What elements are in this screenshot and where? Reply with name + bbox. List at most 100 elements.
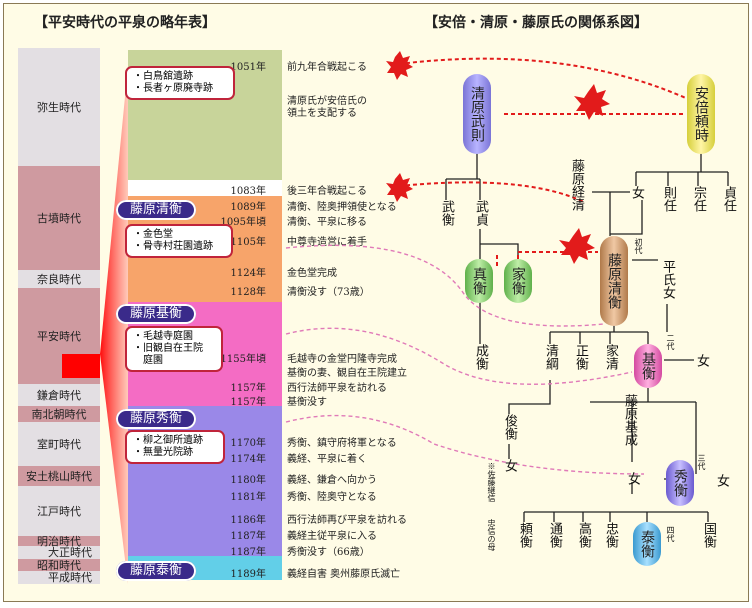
event-1180: 義経、鎌倉へ向かう xyxy=(287,475,377,486)
site-item: ・金色堂 xyxy=(133,229,173,240)
era-kamakura: 鎌倉時代 xyxy=(37,388,81,402)
era-heisei: 平成時代 xyxy=(48,571,92,584)
year-1157a: 1157年 xyxy=(230,383,266,394)
event-1157a: 西行法師平泉を訪れる xyxy=(287,383,387,394)
name-onna-hidehira: 女 xyxy=(714,474,729,487)
heian-marker xyxy=(62,354,100,378)
era-yayoi: 弥生時代 xyxy=(37,100,81,114)
name-taira-onna: 平氏女 xyxy=(660,260,675,299)
year-1174: 1174年 xyxy=(230,454,266,465)
event-1051: 前九年合戦起こる xyxy=(287,62,367,73)
era-fan-graphic xyxy=(62,66,128,584)
site-item: ・旧観自在王院 xyxy=(133,343,203,354)
name-kiyotsuna: 清綱 xyxy=(543,344,558,370)
name-takesada: 武貞 xyxy=(473,200,488,226)
site-item: 庭園 xyxy=(133,355,163,366)
year-1187b: 1187年 xyxy=(230,547,266,558)
sites-box-motohira: ・毛越寺庭園 ・旧観自在王院 庭園 xyxy=(125,326,223,372)
pill-sanehira: 真衡 xyxy=(465,259,493,303)
name-muneto: 宗任 xyxy=(691,186,706,212)
event-1128: 清衡没す（73歳） xyxy=(287,287,370,298)
year-1189: 1189年 xyxy=(230,569,266,580)
name-sadato: 貞任 xyxy=(721,186,736,212)
year-1083: 1083年 xyxy=(230,186,266,197)
event-1083: 後三年合戦起こる xyxy=(287,186,367,197)
pill-takenori: 清原武則 xyxy=(463,74,491,154)
ruler-tag-kiyohira: 藤原清衡 xyxy=(116,200,197,220)
ruler-tag-motohira: 藤原基衡 xyxy=(116,304,197,324)
pill-hidehira: 秀衡 xyxy=(666,460,694,506)
year-1187a: 1187年 xyxy=(230,531,266,542)
name-onna-toshihira: 女 xyxy=(502,459,517,472)
fan-shape xyxy=(100,66,128,584)
name-tadahira: 忠衡 xyxy=(603,522,618,548)
name-motonari: 藤原基成 xyxy=(622,394,637,446)
sites-box-early: ・白鳥舘遺跡 ・長者ヶ原廃寺跡 xyxy=(125,66,235,100)
event-1187b: 秀衡没す（66歳） xyxy=(287,547,370,558)
site-item: ・毛越寺庭園 xyxy=(133,331,193,342)
ruler-tag-yasuhira: 藤原泰衡 xyxy=(116,561,197,581)
event-1181: 秀衡、陸奥守となる xyxy=(287,492,377,503)
event-1187a: 義経主従平泉に入る xyxy=(287,531,377,542)
site-item: ・長者ヶ原廃寺跡 xyxy=(133,83,213,94)
pill-iehira: 家衡 xyxy=(504,259,532,303)
sites-box-kiyohira: ・金色堂 ・骨寺村荘園遺跡 xyxy=(125,224,233,258)
event-1186: 西行法師再び平泉を訪れる xyxy=(287,515,407,526)
year-1095: 1095年頃 xyxy=(220,217,266,228)
chronology-and-genealogy-panel: 【平安時代の平泉の略年表】 【安倍・清原・藤原氏の関係系図】 弥生時代 古墳時代… xyxy=(3,3,749,602)
year-1089: 1089年 xyxy=(230,202,266,213)
event-1095: 清衡、平泉に移る xyxy=(287,217,367,228)
name-norito: 則任 xyxy=(661,186,676,212)
year-1105: 1105年 xyxy=(230,237,266,248)
event-1174: 義経、平泉に着く xyxy=(287,454,367,465)
event-1124: 金色堂完成 xyxy=(287,268,337,279)
event-1089: 清衡、陸奥押領使となる xyxy=(287,202,397,213)
era-edo: 江戸時代 xyxy=(37,504,81,518)
note-third-gen: 三代 xyxy=(697,454,706,470)
site-item: ・白鳥舘遺跡 xyxy=(133,71,193,82)
pill-yoritoki: 安倍頼時 xyxy=(687,74,715,154)
era-nara: 奈良時代 xyxy=(37,272,81,286)
year-1180: 1180年 xyxy=(230,475,266,486)
year-1157b: 1157年 xyxy=(230,397,266,408)
era-taisho: 大正時代 xyxy=(48,546,92,559)
year-1051: 1051年 xyxy=(230,62,266,73)
site-item: ・柳之御所遺跡 xyxy=(133,435,203,446)
event-kiyohara-1: 清原氏が安倍氏の xyxy=(287,96,367,107)
name-takehira: 武衡 xyxy=(439,200,454,226)
note-tadanobu-mother: 忠信の母 xyxy=(487,519,496,551)
year-1170: 1170年 xyxy=(230,438,266,449)
year-1124: 1124年 xyxy=(230,268,266,279)
name-onna-motonari: 女 xyxy=(625,472,640,485)
name-michihira: 通衡 xyxy=(547,522,562,548)
pill-yasuhira: 泰衡 xyxy=(633,522,661,566)
name-kunihira: 国衡 xyxy=(701,522,716,548)
event-1105: 中尊寺造営に着手 xyxy=(287,237,367,248)
event-1170: 秀衡、鎮守府将軍となる xyxy=(287,438,397,449)
note-fourth-gen: 四代 xyxy=(666,526,675,542)
name-iekiyo: 家清 xyxy=(603,344,618,370)
genealogy-title: 【安倍・清原・藤原氏の関係系図】 xyxy=(424,15,648,31)
site-item: ・無量光院跡 xyxy=(133,447,193,458)
era-meiji: 明治時代 xyxy=(18,536,100,547)
band-gap xyxy=(128,180,282,196)
era-muromachi: 室町時代 xyxy=(37,437,81,451)
year-1155: 1155年頃 xyxy=(220,354,266,365)
pill-motohira: 基衡 xyxy=(634,344,662,388)
year-1128: 1128年 xyxy=(230,287,266,298)
name-onna-motohira: 女 xyxy=(694,354,709,367)
name-narihira: 成衡 xyxy=(473,344,488,370)
name-masahira: 正衡 xyxy=(573,344,588,370)
ruler-tag-hidehira: 藤原秀衡 xyxy=(116,409,197,429)
year-1186: 1186年 xyxy=(230,515,266,526)
chronology-title: 【平安時代の平泉の略年表】 xyxy=(34,15,216,31)
name-onna-abe: 女 xyxy=(629,186,644,199)
event-kiyohara-2: 領土を支配する xyxy=(287,108,357,119)
year-1181: 1181年 xyxy=(230,492,266,503)
note-first-gen: 初代 xyxy=(634,238,643,254)
site-item: ・骨寺村荘園遺跡 xyxy=(133,241,213,252)
event-1155: 毛越寺の金堂円隆寺完成 xyxy=(287,354,397,365)
genealogy-lines xyxy=(285,51,729,522)
pill-kiyohira: 藤原清衡 xyxy=(600,236,628,326)
era-nanbokucho: 南北朝時代 xyxy=(18,406,100,422)
